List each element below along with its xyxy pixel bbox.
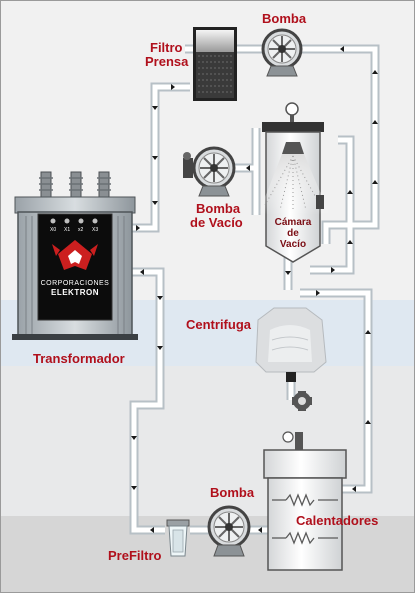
flow-arrow <box>365 330 371 334</box>
bottom-pump-label: Bomba <box>210 485 255 500</box>
flow-arrow <box>347 190 353 194</box>
top-pump <box>261 28 303 77</box>
flow-arrow <box>157 296 163 300</box>
chamber-label-line3: Vacío <box>279 239 307 250</box>
flow-arrow <box>316 290 320 296</box>
vacuum-chamber <box>258 102 330 263</box>
flow-arrow <box>150 527 154 533</box>
flow-arrow <box>372 120 378 124</box>
filter-press-label-line2: Prensa <box>145 54 189 69</box>
flow-arrow <box>347 240 353 244</box>
flow-arrow <box>152 201 158 205</box>
filter-press-label-line1: Filtro <box>150 40 183 55</box>
flow-arrow <box>365 420 371 424</box>
flow-arrow <box>157 346 163 350</box>
flow-arrow <box>152 106 158 110</box>
terminal-label-x2: x2 <box>78 227 84 233</box>
prefilter <box>166 519 190 557</box>
flow-arrow <box>152 156 158 160</box>
logo-text-line2: ELEKTRON <box>51 288 99 297</box>
transformer <box>12 171 138 340</box>
chamber-label-line1: Cámara <box>274 217 312 228</box>
flow-arrow <box>258 527 262 533</box>
bottom-pump <box>207 505 251 557</box>
terminal-label-x0: X0 <box>50 227 57 233</box>
terminal-label-x1: X1 <box>64 227 71 233</box>
prefilter-label: PreFiltro <box>108 548 162 563</box>
flow-arrow <box>352 486 356 492</box>
vacuum-pump-label-line1: Bomba <box>196 201 241 216</box>
vacuum-pump <box>183 146 236 197</box>
filter-press <box>193 27 237 101</box>
flow-arrow <box>131 486 137 490</box>
terminal-label-x3: X3 <box>92 227 99 233</box>
flow-arrow <box>331 267 335 273</box>
centrifuge-label: Centrifuga <box>186 317 251 332</box>
flow-arrow <box>340 46 344 52</box>
centrifuge <box>255 307 327 411</box>
heaters-label: Calentadores <box>296 513 379 528</box>
logo-text-line1: CORPORACIONES <box>40 280 110 287</box>
flow-arrow <box>372 180 378 184</box>
heaters-tank <box>263 431 347 571</box>
flow-arrows <box>131 46 378 533</box>
heater-coils <box>272 493 338 545</box>
flow-arrow <box>140 269 144 275</box>
flow-arrow <box>171 84 175 90</box>
logo-emblem <box>52 240 98 270</box>
bushings <box>40 171 110 199</box>
top-pump-label: Bomba <box>262 11 307 26</box>
flow-arrow <box>372 70 378 74</box>
flow-arrow <box>246 165 250 171</box>
chamber-label-line2: de <box>287 228 299 239</box>
flow-arrow <box>285 271 291 275</box>
flow-arrow <box>131 436 137 440</box>
flow-arrow <box>136 225 140 231</box>
vacuum-pump-label-line2: de Vacío <box>190 215 243 230</box>
transformer-label: Transformador <box>33 351 125 366</box>
